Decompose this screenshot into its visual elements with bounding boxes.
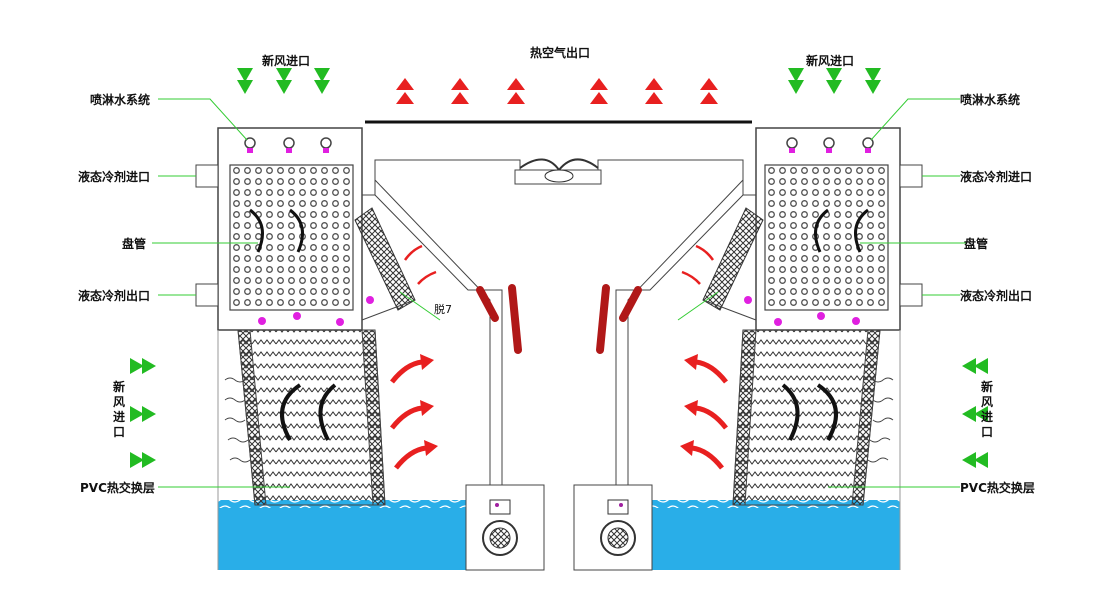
right-cooling-unit — [574, 68, 988, 570]
pvc-layer-left-label: PVC热交换层 — [80, 481, 155, 495]
refrigerant-inlet-right-label: 液态冷剂进口 — [960, 170, 1033, 184]
spray-system-left-label: 喷淋水系统 — [90, 93, 151, 107]
pvc-layer-right-label: PVC热交换层 — [960, 481, 1035, 495]
refrigerant-outlet-right-label: 液态冷剂出口 — [960, 289, 1033, 303]
eliminator-label: 脱7 — [434, 303, 452, 316]
coil-right-label: 盘管 — [964, 237, 989, 251]
hot-air-outlet-label: 热空气出口 — [530, 46, 591, 60]
refrigerant-outlet-left-label: 液态冷剂出口 — [78, 289, 151, 303]
fan-assembly — [365, 120, 752, 185]
fresh-air-inlet-top-left-label: 新风进口 — [262, 54, 311, 68]
hot-air-arrows — [396, 78, 718, 104]
refrigerant-inlet-left-label: 液态冷剂进口 — [78, 170, 151, 184]
left-cooling-unit — [130, 68, 544, 570]
fresh-air-inlet-side-left-label: 新风进口 — [113, 380, 126, 439]
spray-system-right-label: 喷淋水系统 — [960, 93, 1021, 107]
fresh-air-inlet-side-right-label: 新风进口 — [981, 380, 994, 439]
fresh-air-inlet-top-right-label: 新风进口 — [806, 54, 855, 68]
coil-left-label: 盘管 — [122, 237, 147, 251]
